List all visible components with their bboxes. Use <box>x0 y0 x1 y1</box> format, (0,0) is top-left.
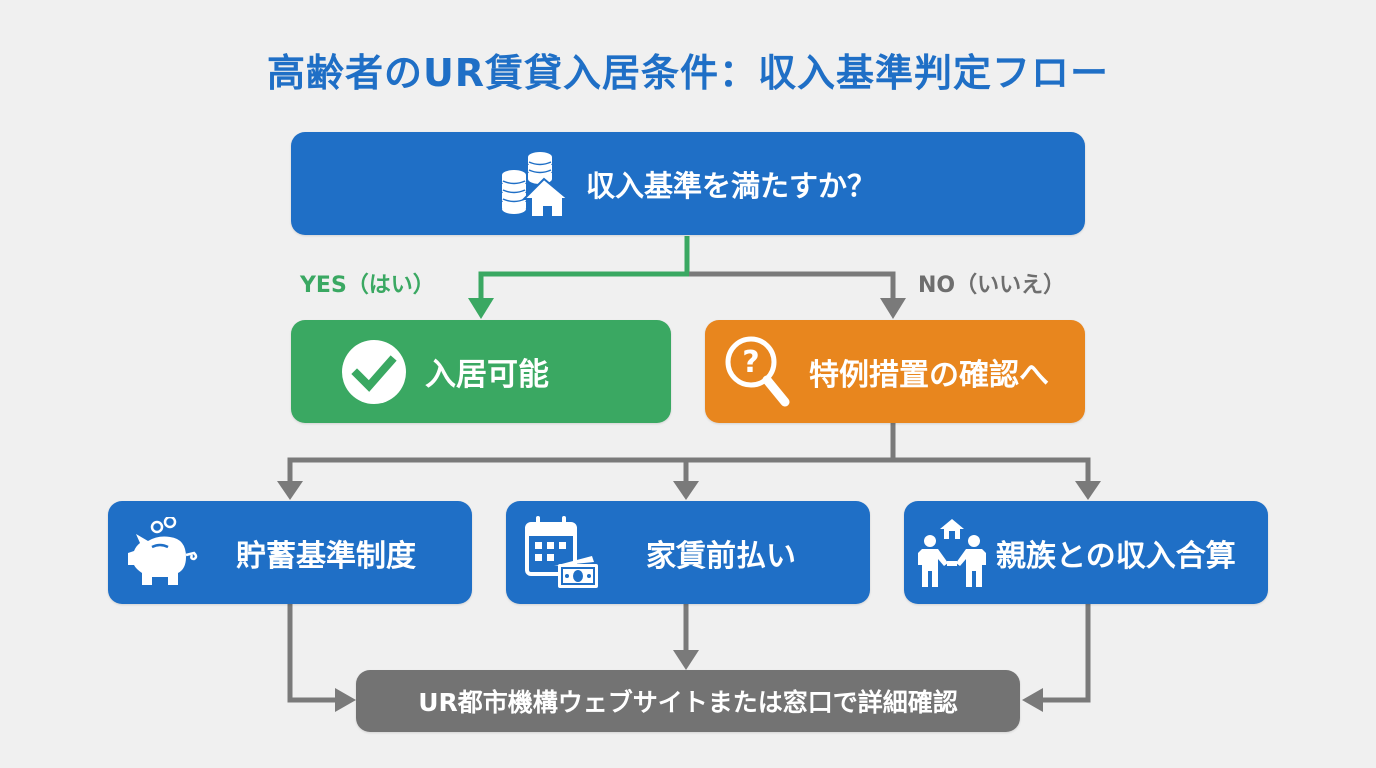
calendar-money-icon <box>524 515 600 590</box>
final-arrowhead-middle <box>673 650 699 670</box>
svg-text:?: ? <box>742 345 759 380</box>
page-title: 高齢者のUR賃貸入居条件：収入基準判定フロー <box>266 51 1110 95</box>
no-result-label: 特例措置の確認へ <box>809 357 1049 393</box>
final-node[interactable]: UR都市機構ウェブサイトまたは窓口で詳細確認 <box>356 670 1020 732</box>
question-node[interactable]: 収入基準を満たすか？ <box>291 132 1085 235</box>
magnifier-question-icon: ? <box>723 334 793 410</box>
final-connector-left <box>287 604 338 703</box>
yes-branch-label: YES（はい） <box>300 273 435 298</box>
option-savings-node[interactable]: 貯蓄基準制度 <box>108 501 472 604</box>
yes-result-node[interactable]: 入居可能 <box>291 320 671 423</box>
option-arrowhead-3 <box>1075 481 1101 500</box>
piggy-bank-icon <box>126 516 200 589</box>
option-family-label: 親族との収入合算 <box>996 538 1236 574</box>
family-house-icon <box>918 517 986 589</box>
no-connector <box>689 271 896 300</box>
final-arrowhead-left <box>335 688 356 712</box>
final-connector-right <box>1040 604 1091 703</box>
no-arrowhead <box>880 298 906 319</box>
option-arrowhead-1 <box>277 481 303 500</box>
final-arrowhead-right <box>1022 688 1043 712</box>
option-savings-label: 貯蓄基準制度 <box>236 538 416 574</box>
option-family-node[interactable]: 親族との収入合算 <box>904 501 1268 604</box>
special-connector-bus <box>287 457 1091 483</box>
no-result-node[interactable]: ? 特例措置の確認へ <box>705 320 1085 423</box>
check-circle-icon <box>341 339 407 405</box>
yes-result-label: 入居可能 <box>425 357 549 393</box>
no-branch-label: NO（いいえ） <box>918 273 1066 298</box>
coins-house-icon <box>500 149 572 219</box>
option-arrowhead-2 <box>673 481 699 500</box>
question-label: 収入基準を満たすか？ <box>585 168 876 203</box>
option-prepay-label: 家賃前払い <box>646 538 796 574</box>
yes-arrowhead <box>468 298 494 319</box>
yes-connector <box>478 236 690 300</box>
option-prepay-node[interactable]: 家賃前払い <box>506 501 870 604</box>
final-label: UR都市機構ウェブサイトまたは窓口で詳細確認 <box>418 688 958 717</box>
